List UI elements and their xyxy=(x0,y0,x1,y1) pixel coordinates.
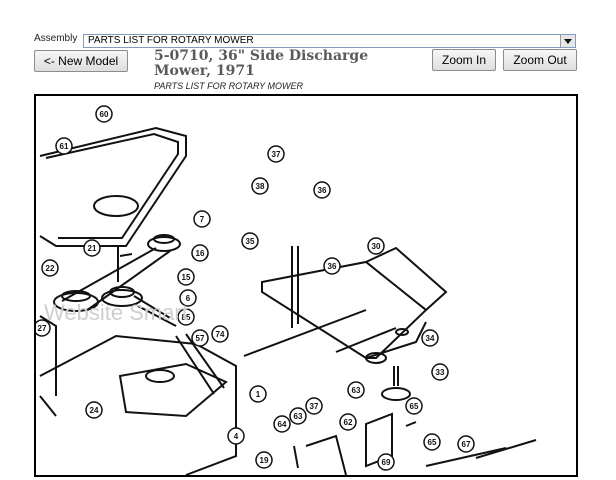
part-callout-38: 38 xyxy=(256,182,265,191)
model-subtitle: PARTS LIST FOR ROTARY MOWER xyxy=(154,81,304,91)
part-callout-19: 19 xyxy=(260,456,269,465)
watermark: Website Smart xyxy=(44,300,188,325)
part-callout-60: 60 xyxy=(100,110,109,119)
part-callout-30: 30 xyxy=(372,242,381,251)
model-title: 5-0710, 36" Side Discharge Mower, 1971 xyxy=(154,48,369,79)
zoom-in-button[interactable]: Zoom In xyxy=(432,49,496,71)
part-callout-16: 16 xyxy=(196,249,205,258)
part-callout-63: 63 xyxy=(294,412,303,421)
parts-diagram-drawing: 60 61 37 38 36 35 30 7 16 22 21 15 6 85 36 27 57 74 34 33 63… xyxy=(36,105,537,475)
chevron-down-icon[interactable] xyxy=(560,35,575,47)
part-callout-35: 35 xyxy=(246,237,255,246)
part-callout-67: 67 xyxy=(462,440,471,449)
part-callout-34: 34 xyxy=(426,334,435,343)
part-callout-36: 36 xyxy=(318,186,327,195)
new-model-button[interactable]: <- New Model xyxy=(34,50,128,72)
part-callout-22: 22 xyxy=(46,264,55,273)
part-callout-37: 37 xyxy=(310,402,319,411)
part-callout-33: 33 xyxy=(436,368,445,377)
part-callout-65: 65 xyxy=(410,402,419,411)
part-callout-37: 37 xyxy=(272,150,281,159)
zoom-out-button[interactable]: Zoom Out xyxy=(503,49,577,71)
assembly-label: Assembly xyxy=(34,33,78,44)
part-callout-85: 85 xyxy=(182,313,191,322)
part-callout-15: 15 xyxy=(182,273,191,282)
part-callout-64: 64 xyxy=(278,420,287,429)
part-callout-57: 57 xyxy=(196,334,205,343)
assembly-select[interactable]: PARTS LIST FOR ROTARY MOWER xyxy=(83,34,576,48)
part-callout-24: 24 xyxy=(90,406,99,415)
part-callout-27: 27 xyxy=(38,324,47,333)
part-callout-69: 69 xyxy=(382,458,391,467)
part-callout-4: 4 xyxy=(234,432,239,441)
part-callout-74: 74 xyxy=(216,330,225,339)
part-callout-61: 61 xyxy=(60,142,69,151)
part-callout-1: 1 xyxy=(256,390,261,399)
part-callout-21: 21 xyxy=(88,244,97,253)
part-callout-6: 6 xyxy=(186,294,191,303)
part-callout-63: 63 xyxy=(352,386,361,395)
part-callout-7: 7 xyxy=(200,215,205,224)
part-callout-65: 65 xyxy=(428,438,437,447)
part-callout-62: 62 xyxy=(344,418,353,427)
assembly-selected-value: PARTS LIST FOR ROTARY MOWER xyxy=(88,35,254,46)
part-callout-36: 36 xyxy=(328,262,337,271)
parts-diagram[interactable]: 60 61 37 38 36 35 30 7 16 22 21 15 6 85 36 27 57 74 34 33 63… xyxy=(34,94,578,477)
